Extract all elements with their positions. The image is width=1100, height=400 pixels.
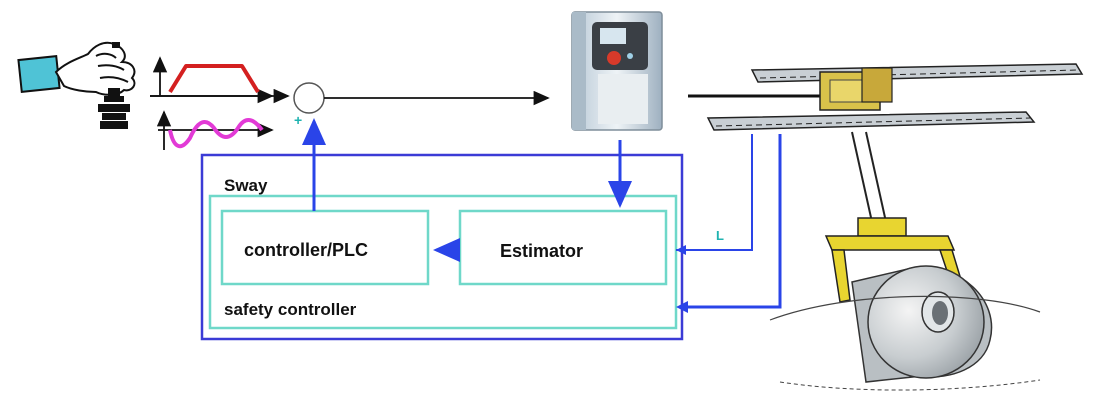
- trolley-position-arrowhead: [676, 301, 688, 313]
- controller-plc-box: [220, 209, 430, 286]
- plus-sign-label: +: [294, 112, 303, 128]
- rope-length-feedback-line: [676, 134, 753, 251]
- summing-junction: [293, 82, 325, 114]
- estimator-label: Estimator: [500, 241, 584, 261]
- drive-unit-icon: [571, 11, 663, 131]
- rope-length-label: L: [716, 228, 724, 243]
- controller-plc-label: controller/PLC: [244, 240, 369, 260]
- trolley-position-feedback-line: [684, 134, 782, 309]
- reference-profile-plot: [150, 56, 274, 104]
- ground-arc: [769, 295, 1041, 321]
- sway-profile-plot: [156, 110, 274, 150]
- sway-label: Sway: [224, 176, 268, 195]
- estimator-box: [458, 209, 668, 286]
- ground-arc: [779, 379, 1041, 391]
- steel-coil-icon: [851, 265, 993, 383]
- sway-region-box: [208, 194, 678, 330]
- hoist-rope: [851, 131, 887, 223]
- operator-hand-icon: [17, 41, 136, 96]
- rope-length-arrowhead: [676, 245, 686, 255]
- safety-controller-label: safety controller: [224, 300, 357, 319]
- joystick-icon: [98, 88, 130, 129]
- crane-trolley-icon: [688, 63, 1084, 131]
